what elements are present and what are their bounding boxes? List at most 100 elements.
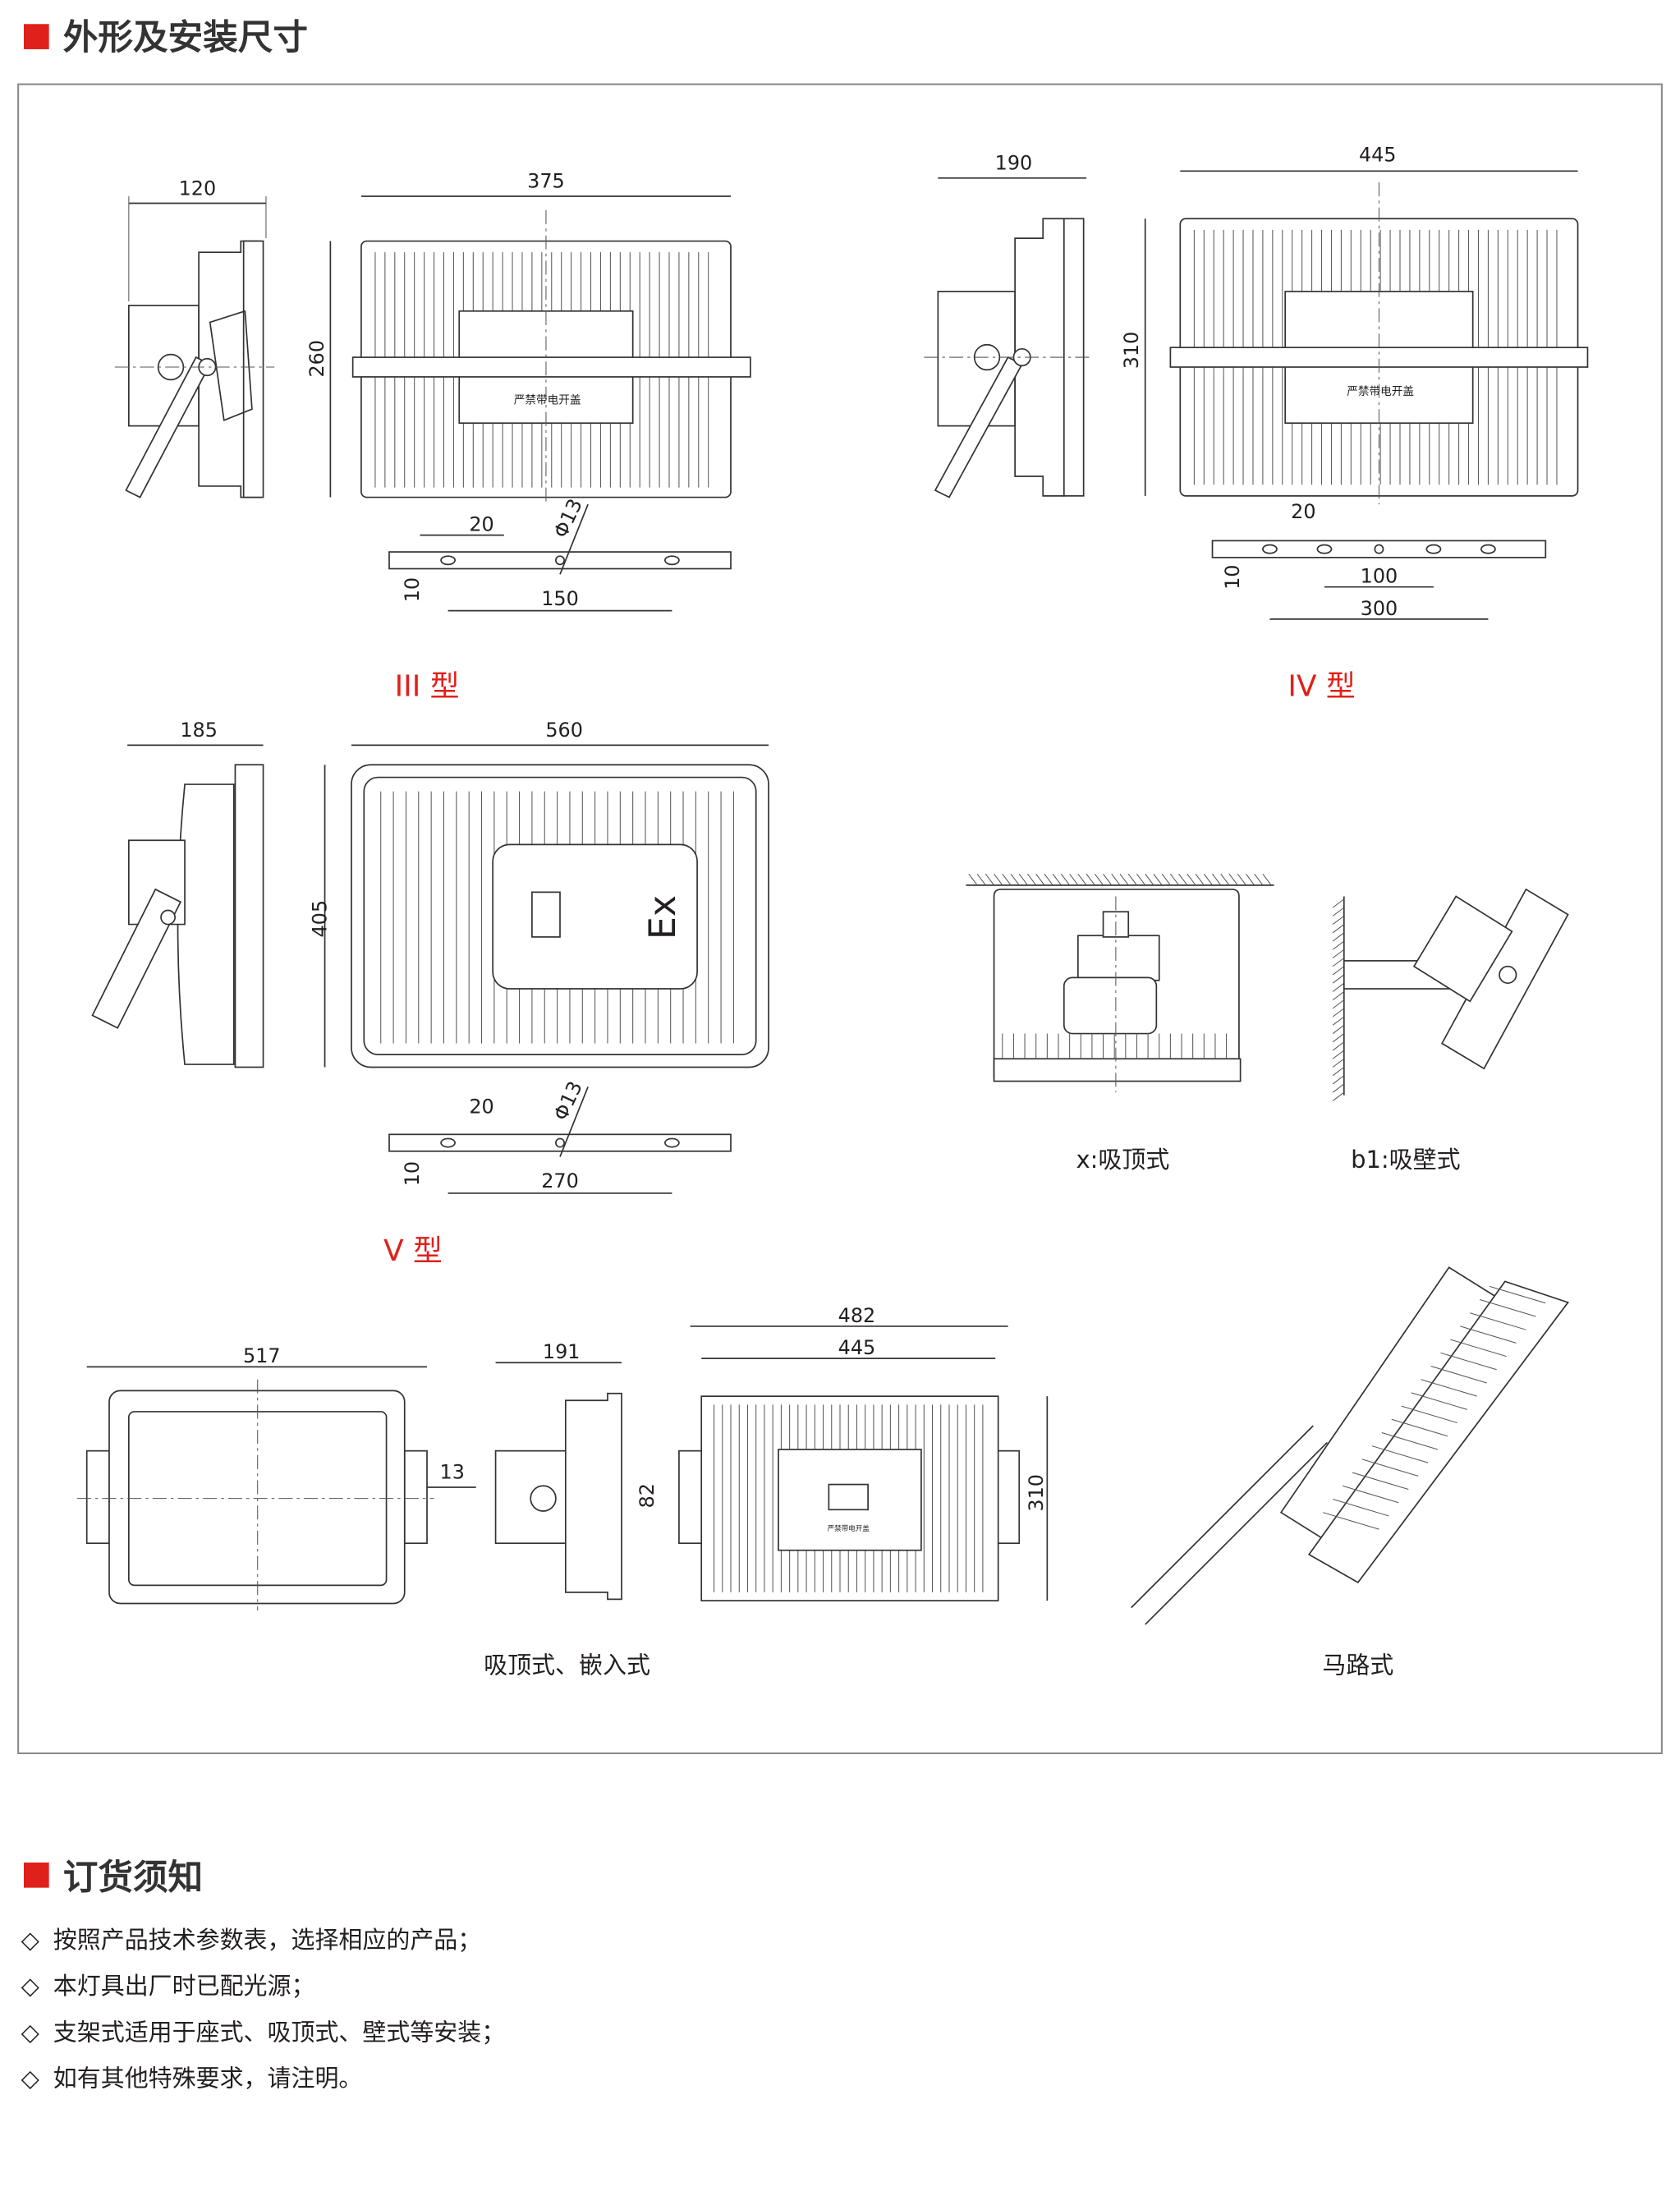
type4-dim-thick: 10 (1221, 565, 1244, 590)
type3-panel-text: 严禁带电开盖 (514, 393, 581, 407)
hatch-line (1332, 949, 1345, 958)
fin-line (1342, 1485, 1399, 1504)
type5-dim-height: 405 (308, 900, 331, 938)
fin-line (1262, 873, 1272, 886)
type3-dim-height: 260 (305, 340, 328, 378)
type4-label: IV 型 (1288, 670, 1355, 704)
fin-line (1480, 1299, 1536, 1317)
type3-drawing: 120 严禁带电开盖 375 260 20 Φ13 10 150 III 型 (114, 170, 751, 704)
fin-line (1323, 1512, 1379, 1530)
fin-line (1195, 873, 1205, 886)
fin-line (1044, 873, 1053, 886)
fin-line (1440, 1352, 1497, 1371)
hatch-line (1332, 898, 1345, 908)
recessed-dim-height: 310 (1025, 1474, 1048, 1512)
hatch-line (1332, 915, 1345, 925)
type4-side-view (924, 177, 1092, 498)
fin-line (1077, 873, 1087, 886)
fin-line (1203, 873, 1213, 886)
fin-line (1430, 1366, 1487, 1384)
fin-line (1086, 873, 1095, 886)
wall-mount-label: b1:吸壁式 (1351, 1146, 1461, 1174)
fin-line (1470, 1312, 1526, 1330)
fin-line (1111, 873, 1121, 886)
fin-line (1421, 1379, 1477, 1397)
fin-line (1060, 873, 1071, 886)
fin-line (1228, 873, 1238, 886)
hatch-line (1332, 940, 1345, 950)
fin-line (976, 873, 986, 886)
fin-line (1450, 1339, 1507, 1358)
fin-line (1127, 873, 1137, 886)
section2-marker (23, 1862, 49, 1888)
type4-dim-width: 445 (1359, 143, 1397, 166)
ceiling-mount-label: x:吸顶式 (1076, 1146, 1170, 1174)
hatch-line (1332, 932, 1345, 942)
hatch-line (1332, 924, 1345, 934)
hatch-line (1332, 907, 1345, 917)
hatch-line (1332, 1091, 1345, 1101)
fin-line (1119, 873, 1129, 886)
note-bullet: ◇ (21, 1972, 40, 2000)
type4-dim-side: 190 (995, 152, 1033, 175)
hatch-line (1332, 1024, 1345, 1034)
type5-front-view (324, 744, 769, 1068)
note-item: 按照产品技术参数表，选择相应的产品； (53, 1926, 481, 1954)
fin-line (1018, 873, 1028, 886)
type5-dim-side: 185 (180, 719, 218, 742)
fin-line (1002, 873, 1012, 886)
type5-label: V 型 (383, 1234, 443, 1268)
hatch-line (1332, 958, 1345, 967)
fin-line (1361, 1459, 1419, 1477)
fin-line (1411, 1392, 1467, 1410)
fin-line (985, 873, 994, 886)
type4-bracket-plate (1211, 540, 1547, 620)
hatch-line (1332, 982, 1345, 992)
recessed-label: 吸顶式、嵌入式 (484, 1652, 650, 1679)
type5-side-view (91, 744, 264, 1068)
fin-line (1352, 1472, 1409, 1491)
hatch-line (1332, 1067, 1345, 1077)
type5-dim-width: 560 (545, 719, 583, 742)
hatch-line (1332, 1083, 1345, 1093)
fin-line (1069, 873, 1079, 886)
type3-label: III 型 (395, 670, 460, 704)
type4-front-view (1144, 170, 1589, 505)
road-mount-drawing (1131, 1266, 1569, 1625)
fin-line (1381, 1432, 1439, 1450)
section-title: 外形及安装尺寸 (63, 17, 308, 58)
type4-dim-outer: 300 (1361, 597, 1398, 620)
fin-line (1136, 873, 1146, 886)
note-bullet: ◇ (21, 2018, 40, 2046)
note-bullet: ◇ (21, 1926, 40, 1954)
type3-side-view (114, 195, 275, 498)
recessed-dim-front: 517 (243, 1344, 281, 1367)
fin-line (994, 873, 1003, 886)
type3-dim-pitch: 20 (469, 512, 493, 535)
fin-line (968, 873, 978, 886)
hatch-line (1332, 1016, 1345, 1026)
fin-line (1010, 873, 1020, 886)
fin-line (1103, 873, 1113, 886)
note-item: 本灯具出厂时已配光源； (53, 1972, 315, 2000)
hatch-line (1332, 1058, 1345, 1068)
recessed-drawing (76, 1325, 1049, 1611)
fin-line (1178, 873, 1188, 886)
fin-line (1027, 873, 1037, 886)
type3-bracket-plate (388, 503, 732, 612)
hatch-line (1332, 999, 1345, 1009)
type4-panel-text: 严禁带电开盖 (1347, 385, 1414, 398)
fin-line (1161, 873, 1171, 886)
fin-line (1169, 873, 1180, 886)
note-bullet: ◇ (21, 2065, 40, 2093)
recessed-dim-offset: 13 (440, 1461, 465, 1484)
section2-title: 订货须知 (63, 1857, 203, 1898)
recessed-dim-outer: 482 (838, 1304, 876, 1327)
fin-line (1220, 873, 1230, 886)
note-item: 支架式适用于座式、吸顶式、壁式等安装； (53, 2018, 505, 2046)
road-mount-label: 马路式 (1322, 1652, 1393, 1679)
type5-bracket-plate (388, 1087, 732, 1194)
fin-line (1391, 1418, 1448, 1437)
hatch-line (1332, 1041, 1345, 1051)
